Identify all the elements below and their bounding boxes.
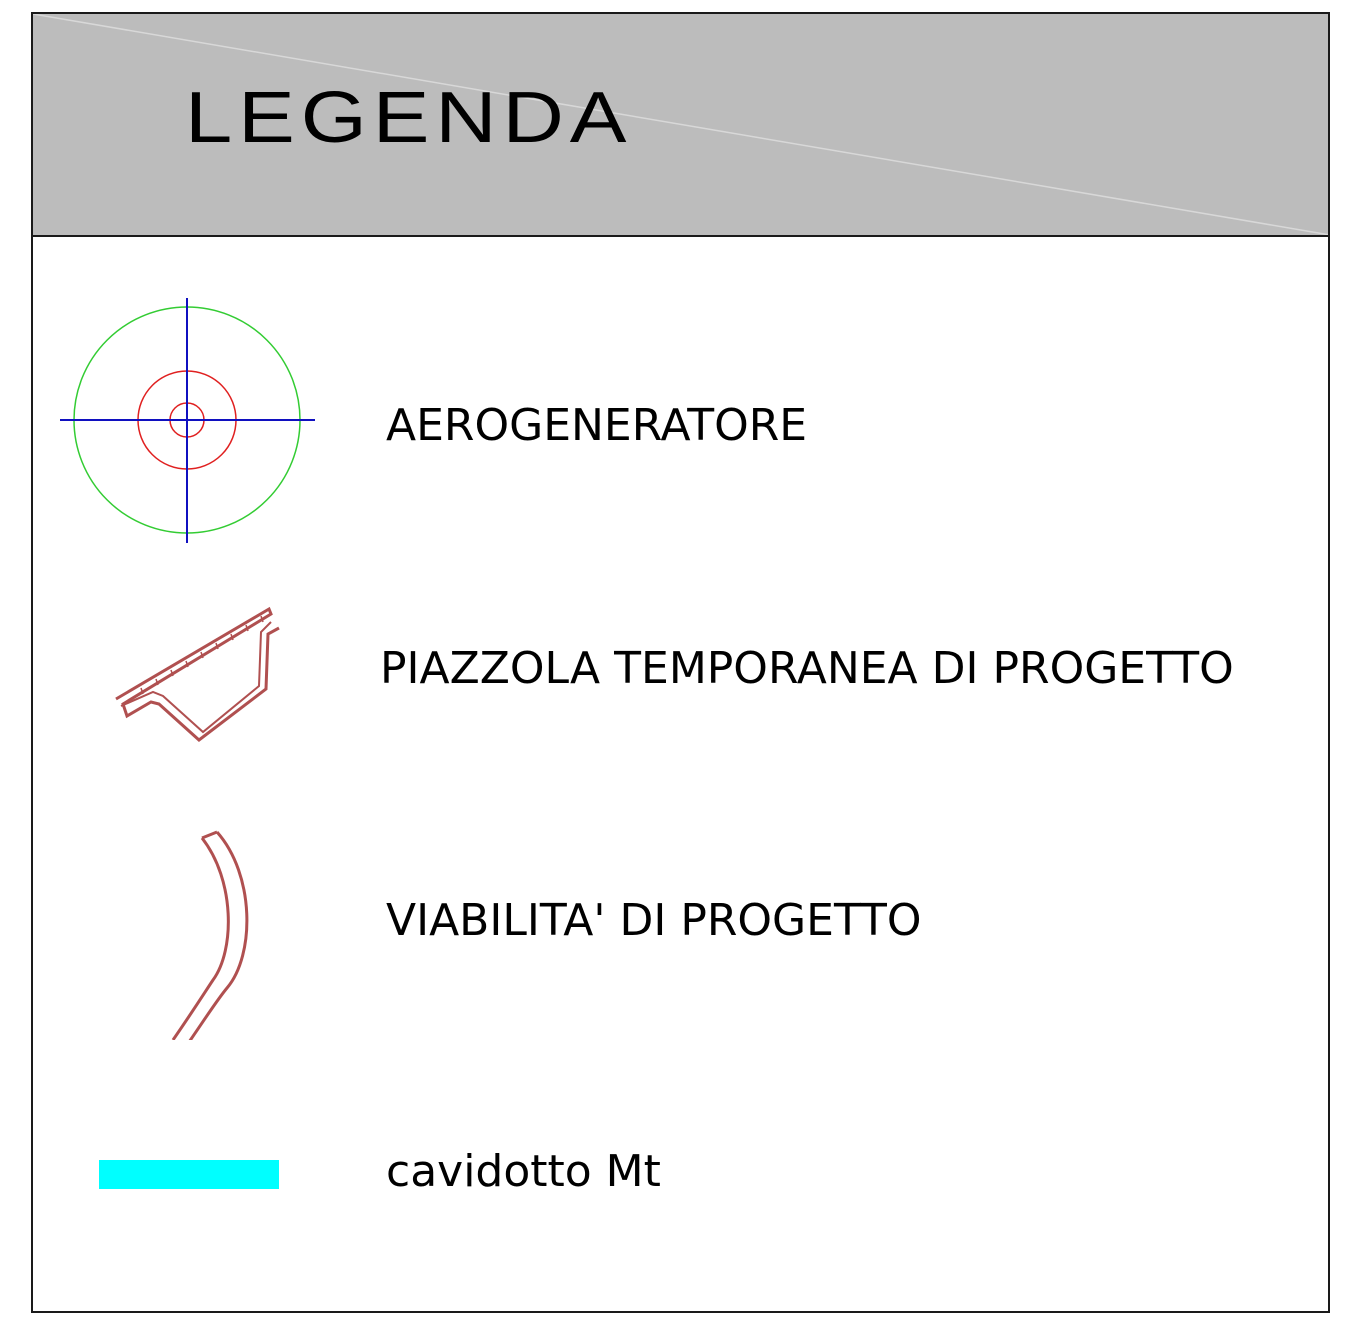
legend-label-viabilita: VIABILITA' DI PROGETTO: [386, 895, 922, 946]
legend-label-piazzola: PIAZZOLA TEMPORANEA DI PROGETTO: [380, 643, 1234, 694]
legend-title: LEGENDA: [185, 78, 633, 158]
turbine-symbol-icon: [60, 298, 320, 552]
legend-header: LEGENDA: [33, 14, 1328, 237]
header-diagonal-line: [33, 14, 1328, 235]
legend-label-aerogeneratore: AEROGENERATORE: [386, 400, 808, 451]
road-curve-icon: [165, 830, 265, 1046]
legend-label-cavidotto: cavidotto Mt: [386, 1146, 661, 1197]
cable-line-icon: [99, 1160, 279, 1189]
legend-frame: LEGENDA AEROGENERATORE PIAZZOLA TEMPORAN…: [31, 12, 1330, 1313]
pad-outline-icon: [111, 604, 291, 748]
